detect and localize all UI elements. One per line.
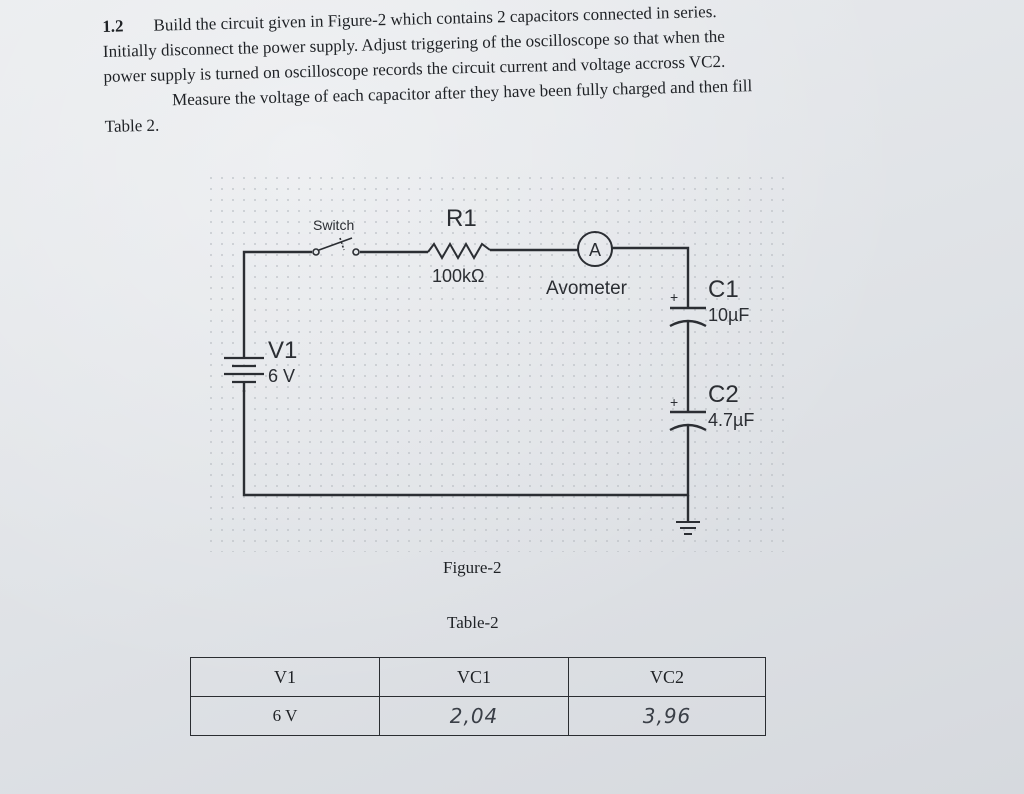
- figure-caption: Figure-2: [443, 558, 502, 577]
- header-vc1: VC1: [379, 657, 569, 697]
- capacitor-c1: [669, 306, 707, 328]
- source-name: V1: [268, 337, 297, 364]
- source-value: 6 V: [268, 366, 295, 386]
- switch: [312, 237, 360, 256]
- resistor-value: 100kΩ: [432, 266, 485, 286]
- battery-symbol: [224, 348, 264, 392]
- c1-plus: +: [670, 289, 678, 305]
- resistor-name: R1: [446, 205, 477, 232]
- ammeter-symbol: A: [589, 240, 601, 260]
- switch-label: Switch: [313, 217, 354, 233]
- c2-value: 4.7µF: [708, 410, 754, 430]
- cell-v1: 6 V: [190, 696, 380, 736]
- c2-plus: +: [670, 394, 678, 410]
- table-header-row: V1 VC1 VC2: [190, 657, 766, 697]
- grid-dots: [205, 172, 790, 552]
- ammeter-label: Avometer: [546, 278, 628, 299]
- ground-icon: [676, 521, 700, 535]
- c2-name: C2: [708, 381, 739, 408]
- table-row: 6 V 2,04 3,96: [190, 696, 766, 736]
- c1-value: 10µF: [708, 305, 749, 325]
- resistor: [427, 241, 491, 261]
- results-table: V1 VC1 VC2 6 V 2,04 3,96: [190, 657, 766, 736]
- table-caption: Table-2: [447, 613, 499, 632]
- capacitor-c2: [669, 410, 707, 432]
- wires: [242, 246, 690, 522]
- cell-vc1: 2,04: [379, 696, 569, 736]
- c1-name: C1: [708, 276, 739, 303]
- header-vc2: VC2: [568, 657, 766, 697]
- ammeter: [577, 231, 613, 267]
- cell-vc2: 3,96: [568, 696, 766, 736]
- header-v1: V1: [190, 657, 380, 697]
